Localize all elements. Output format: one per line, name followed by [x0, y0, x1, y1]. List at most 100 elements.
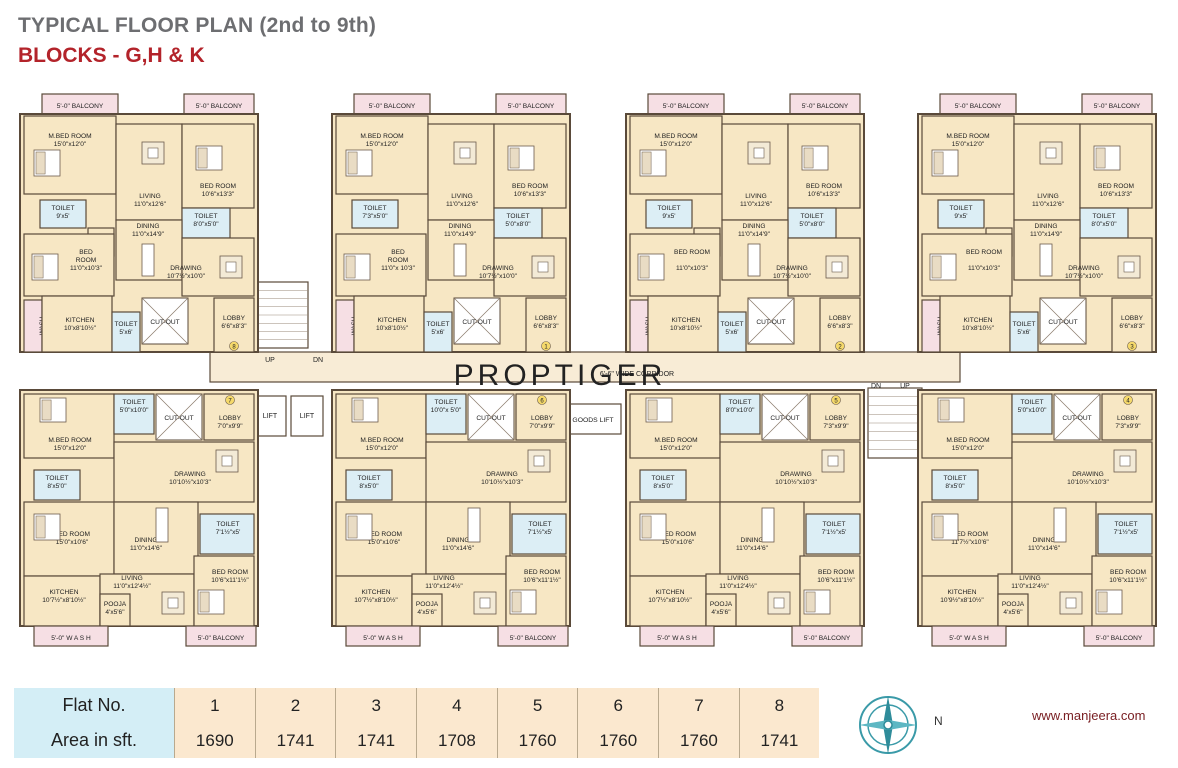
living-room: [427, 123, 495, 221]
toilet-2-label: TOILET: [507, 213, 530, 220]
kitchen-label: 10'x8'10½": [962, 324, 995, 332]
flat-number-cell: 4: [416, 688, 498, 723]
pillow-icon: [347, 151, 358, 175]
toilet-3: [1097, 513, 1153, 555]
balcony: [497, 625, 569, 647]
pooja-room: [705, 593, 737, 627]
bedroom-1-label: 15'0"x10'6": [56, 539, 89, 546]
balcony-label: 5'-0" BALCONY: [802, 103, 849, 110]
flat-number-cell: 3: [335, 688, 417, 723]
bedroom-2-label: BED ROOM: [818, 569, 854, 576]
cutout-label: CUT-OUT: [1062, 415, 1091, 422]
toilet-3-label: 7'1½"x5': [528, 528, 553, 536]
bedroom-2-label: BED ROOM: [966, 249, 1002, 256]
drawing-label: DRAWING: [780, 471, 812, 478]
stair-up-label: UP: [900, 383, 910, 390]
drawing-label: DRAWING: [174, 471, 206, 478]
pillow-icon: [933, 515, 944, 539]
pillow-icon: [197, 147, 208, 169]
dining-label: DINING: [742, 223, 765, 230]
toilet-1-label: 10'0"x 5'0": [431, 407, 462, 414]
coffee-table-icon: [221, 455, 233, 467]
kitchen-label: KITCHEN: [66, 317, 95, 324]
bedroom-2-label: 11'0"x10'3": [968, 265, 1001, 272]
pooja-label: POOJA: [1002, 601, 1025, 608]
living-label: LIVING: [1019, 575, 1041, 582]
drawing-label: 10'10½"x10'3": [169, 478, 211, 486]
toilet-1-label: 5'0"x10'0": [1018, 407, 1047, 414]
cutout-cross: [761, 393, 809, 441]
lobby-label: LOBBY: [829, 315, 852, 322]
cutout-label: CUT-OUT: [756, 319, 785, 326]
drawing-label: DRAWING: [1068, 265, 1100, 272]
cutout-cross: [155, 393, 203, 441]
kitchen-label: KITCHEN: [948, 589, 977, 596]
flat-number-cell: 7: [658, 688, 740, 723]
toilet-3: [111, 311, 141, 353]
kitchen-label: 10'7½"x8'10½": [42, 596, 86, 604]
website-link[interactable]: www.manjeera.com: [1032, 708, 1146, 723]
drawing-label: 10'7½"x10'0": [773, 272, 812, 280]
bedroom-2-label: 10'6"x11'1½": [523, 576, 561, 584]
drawing-label: 10'7½"x10'0": [167, 272, 206, 280]
wash-area: [931, 625, 1007, 647]
flat-number-header: Flat No.: [14, 688, 175, 723]
coffee-table-icon: [147, 147, 159, 159]
kitchen-label: KITCHEN: [656, 589, 685, 596]
pooja-room: [411, 593, 443, 627]
bedroom-1-label: BED ROOM: [200, 183, 236, 190]
dining-label: 11'0"x14'9": [738, 231, 771, 238]
pillow-icon: [803, 147, 814, 169]
master-bedroom-label: M.BED ROOM: [48, 133, 91, 140]
kitchen: [23, 575, 101, 627]
bedroom-1-label: BED ROOM: [512, 183, 548, 190]
drawing-label: DRAWING: [1072, 471, 1104, 478]
stair-down-label: DN: [313, 357, 323, 364]
toilet-2-label: 5'0"x8'0": [799, 221, 825, 228]
toilet-2: [345, 469, 393, 501]
toilet-3: [1009, 311, 1039, 353]
lobby-label: LOBBY: [1121, 315, 1144, 322]
dining-table-icon: [747, 243, 761, 277]
toilet-1-label: TOILET: [364, 205, 387, 212]
kitchen-label: 10'x8'10½": [376, 324, 409, 332]
cutout-label: CUT-OUT: [770, 415, 799, 422]
dining-label: 11'0"x14'6": [442, 545, 475, 552]
toilet-3-label: 5'x6': [1017, 329, 1030, 336]
dining-label: DINING: [740, 537, 763, 544]
master-bedroom-label: 15'0"x12'0": [54, 445, 87, 452]
wash-area: [345, 625, 421, 647]
dining-table-icon: [1053, 507, 1067, 543]
dining-label: DINING: [448, 223, 471, 230]
coffee-table-icon: [1123, 261, 1135, 273]
dining-label: DINING: [136, 223, 159, 230]
lobby-label: 7'3"x9'9": [1115, 423, 1141, 430]
flat-bottom-7: M.BED ROOM15'0"x12'0"TOILET5'0"x10'0"CUT…: [19, 389, 259, 647]
area-cell: 1760: [658, 723, 740, 758]
pooja-label: 4'x5'6": [711, 609, 731, 616]
flat-number-cell: 6: [577, 688, 659, 723]
toilet-2-label: TOILET: [801, 213, 824, 220]
toilet-3: [511, 513, 567, 555]
dining-label: DINING: [1034, 223, 1057, 230]
coffee-table-icon: [479, 597, 491, 609]
living-label: LIVING: [121, 575, 143, 582]
bedroom-2-label: ROOM: [388, 257, 409, 264]
dining-label: 11'0"x14'6": [736, 545, 769, 552]
master-bedroom: [921, 393, 1013, 459]
balcony: [185, 625, 257, 647]
toilet-1: [351, 199, 399, 229]
pillow-icon: [199, 591, 210, 613]
cutout-label: CUT-OUT: [476, 415, 505, 422]
kitchen-label: 10'7½"x8'10½": [354, 596, 398, 604]
cutout-cross: [453, 297, 501, 345]
master-bedroom: [335, 393, 427, 459]
coffee-table-icon: [753, 147, 765, 159]
kitchen: [335, 575, 413, 627]
living-room: [1013, 123, 1081, 221]
goods-lift-label: GOODS LIFT: [572, 417, 613, 424]
balcony-label: 5'-0" BALCONY: [663, 103, 710, 110]
toilet-1-label: 9'x5': [954, 213, 967, 220]
flat-number-marker: [1127, 341, 1137, 351]
bedroom-1-label: 10'6"x13'3": [514, 191, 547, 198]
